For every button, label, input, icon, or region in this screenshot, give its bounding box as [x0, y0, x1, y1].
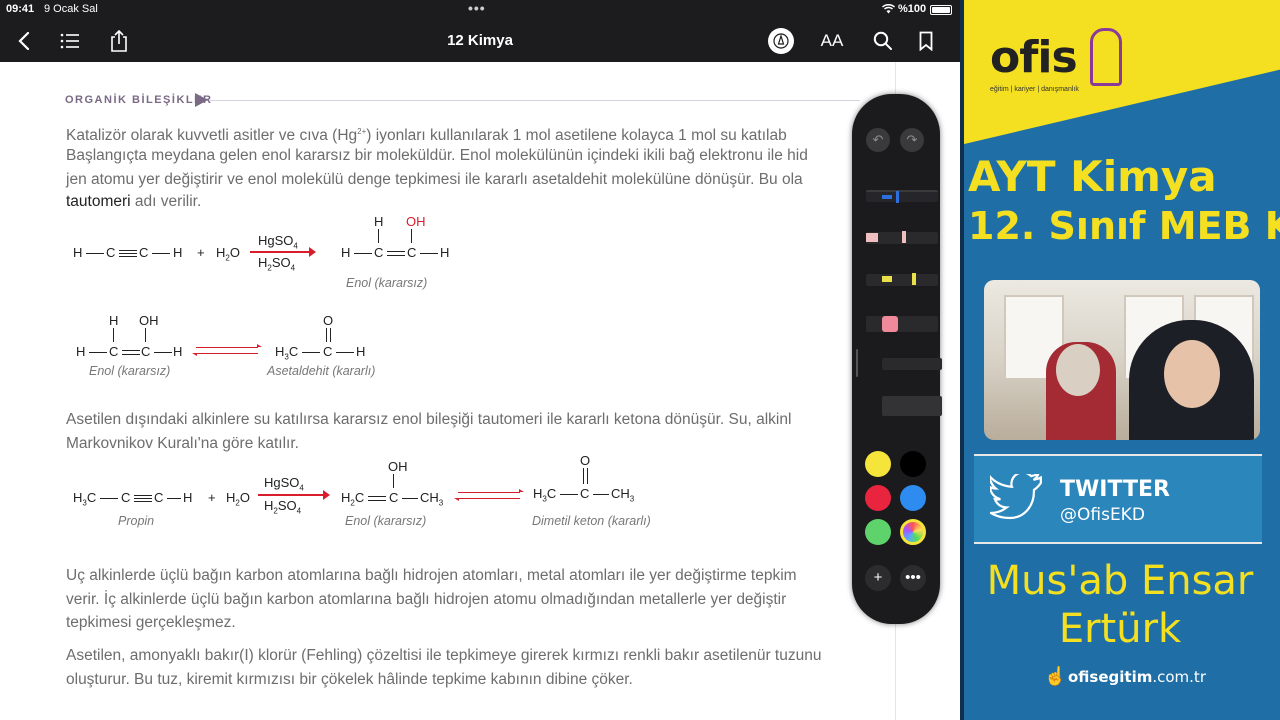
wifi-icon	[882, 3, 895, 17]
table-of-contents-icon[interactable]	[58, 29, 82, 53]
reader-toolbar: 12 Kimya AA	[0, 20, 960, 62]
teacher-name-last: Ertürk	[1058, 606, 1182, 652]
color-green[interactable]	[865, 519, 891, 545]
para3-line3: tepkimesi gerçekleşmez.	[66, 614, 236, 631]
undo-icon[interactable]: ↶	[866, 128, 890, 152]
ofis-logo-mark-icon	[1090, 28, 1122, 86]
section-title: ORGANİK BİLEŞİKLER	[65, 94, 213, 106]
enol-label: Enol (kararsız)	[346, 276, 428, 290]
marker-tool[interactable]	[866, 231, 938, 244]
twitter-handle: @OfisEKD	[1060, 505, 1145, 525]
ruler-tool[interactable]	[882, 396, 942, 416]
add-tool-icon[interactable]: +	[865, 565, 891, 591]
twitter-box	[974, 456, 1262, 542]
twitter-title: TWITTER	[1060, 477, 1170, 502]
para1-line4: tautomeri adı verilir.	[66, 193, 202, 210]
webcam-video	[984, 280, 1260, 440]
lasso-tool[interactable]	[882, 358, 942, 370]
ofis-hand-icon: ☝	[1044, 666, 1067, 686]
ofis-logo: ofis	[990, 32, 1078, 83]
battery-percent: %100	[898, 3, 927, 15]
para1-line2: Başlangıçta meydana gelen enol kararsız …	[66, 147, 808, 164]
website-url: ofisegitim.com.tr	[1068, 668, 1206, 686]
battery-icon	[930, 5, 952, 15]
search-icon[interactable]	[871, 29, 895, 53]
para1-line1: Katalizör olarak kuvvetli asitler ve cıv…	[66, 127, 787, 145]
multitasking-dots-icon[interactable]: •••	[468, 0, 486, 16]
para2-line2: Markovnikov Kuralı'na göre katılır.	[66, 435, 299, 452]
color-picker-icon[interactable]	[900, 519, 926, 545]
para4-line1: Asetilen, amonyaklı bakır(I) klorür (Feh…	[66, 647, 822, 664]
tautomeri-term: tautomeri	[66, 193, 131, 210]
status-bar: 09:41 9 Ocak Sal ••• %100	[0, 0, 960, 20]
para3-line1: Uç alkinlerde üçlü bağın karbon atomları…	[66, 567, 797, 584]
teacher-name-first: Mus'ab Ensar	[986, 558, 1254, 604]
reaction-arrow-2	[258, 490, 330, 500]
brand-panel: ofis eğitim | kariyer | danışmanlık AYT …	[960, 0, 1280, 720]
course-title: AYT Kimya	[968, 152, 1217, 201]
divider-top	[974, 454, 1262, 456]
ipad-screen: 09:41 9 Ocak Sal ••• %100 12 Kimya AA	[0, 0, 960, 720]
share-icon[interactable]	[107, 29, 131, 53]
enol-label-2: Enol (kararsız)	[89, 364, 171, 378]
enol-label-3: Enol (kararsız)	[345, 514, 427, 528]
divider-bottom	[974, 542, 1262, 544]
status-time: 09:41	[6, 3, 35, 15]
color-red[interactable]	[865, 485, 891, 511]
color-blue[interactable]	[900, 485, 926, 511]
para1-line3: jen atomu yer değiştirir ve enol molekül…	[66, 171, 803, 188]
logo-subtitle: eğitim | kariyer | danışmanlık	[990, 86, 1079, 93]
section-header: ORGANİK BİLEŞİKLER	[65, 93, 213, 107]
para3-line2: verir. İç alkinlerde üçlü bağın karbon a…	[66, 591, 787, 608]
more-options-icon[interactable]: •••	[900, 565, 926, 591]
markup-palette: ↶ ↷ + •••	[852, 94, 942, 624]
markup-pen-icon[interactable]	[768, 28, 794, 54]
twitter-bird-icon	[986, 470, 1044, 527]
section-divider	[210, 100, 860, 101]
reaction-arrow	[250, 247, 316, 257]
section-triangle-icon	[195, 93, 208, 107]
panel-divider	[960, 0, 964, 720]
eraser-tool[interactable]	[866, 316, 938, 332]
palette-grip[interactable]	[856, 349, 858, 377]
highlighter-tool[interactable]	[866, 273, 938, 286]
book-page: ORGANİK BİLEŞİKLER Katalizör olarak kuvv…	[0, 62, 960, 720]
asetaldehit-label: Asetaldehit (kararlı)	[267, 364, 376, 378]
color-yellow[interactable]	[865, 451, 891, 477]
redo-icon[interactable]: ↷	[900, 128, 924, 152]
text-size-button[interactable]: AA	[820, 31, 844, 50]
propin-label: Propin	[118, 514, 155, 528]
pen-tool[interactable]	[866, 190, 938, 203]
para4-line2: oluşturur. Bu tuz, kiremit kırmızısı bir…	[66, 671, 633, 688]
dimetil-keton-label: Dimetil keton (kararlı)	[532, 514, 651, 528]
course-subtitle: 12. Sınıf MEB K.	[968, 204, 1280, 248]
book-title: 12 Kimya	[447, 32, 513, 49]
back-chevron-icon[interactable]	[12, 29, 36, 53]
bookmark-icon[interactable]	[914, 29, 938, 53]
color-black[interactable]	[900, 451, 926, 477]
status-date: 9 Ocak Sal	[44, 3, 98, 15]
para2-line1: Asetilen dışındaki alkinlere su katılırs…	[66, 411, 792, 428]
